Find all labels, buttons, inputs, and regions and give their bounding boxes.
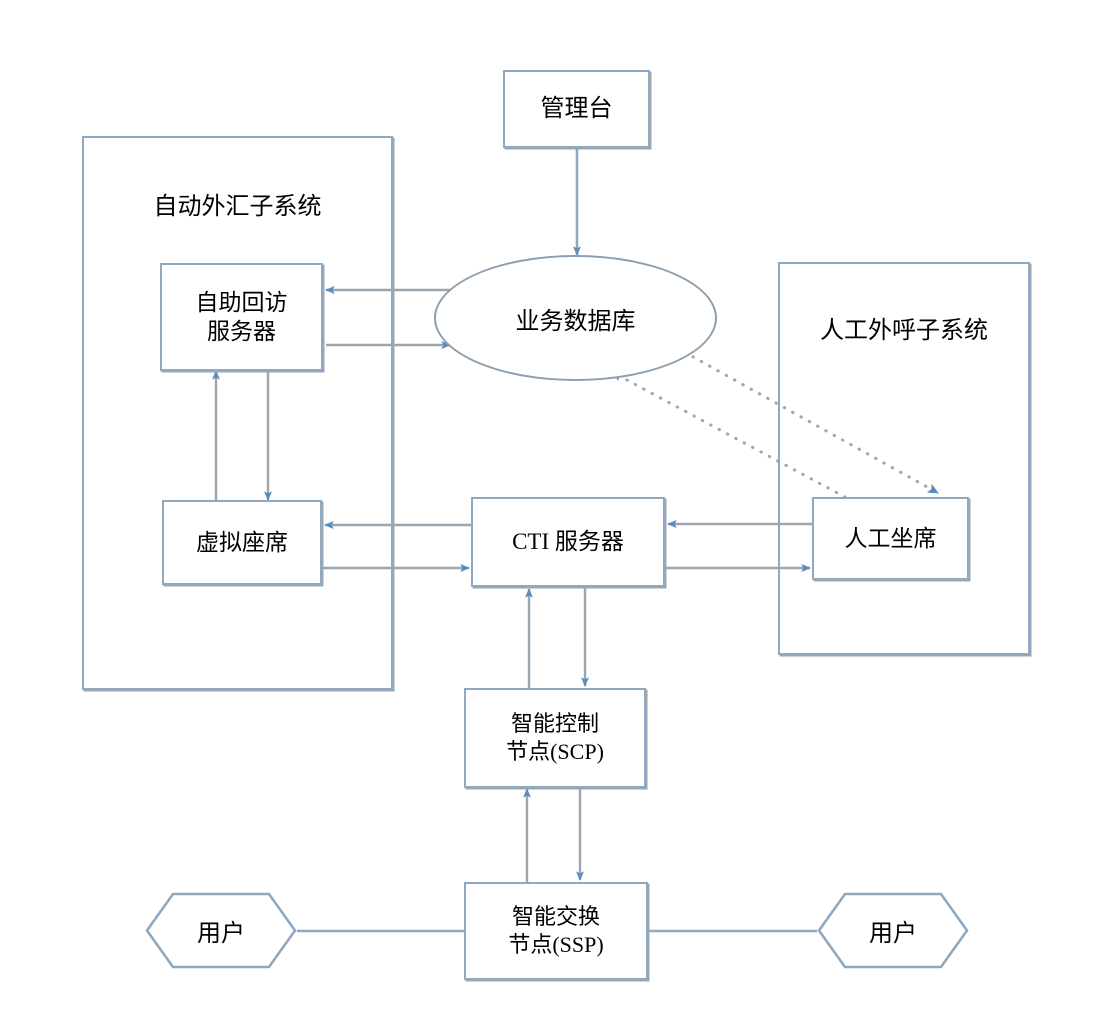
node-manual-agent-label: 人工坐席 [844,525,937,551]
container-auto-fx-subsystem [82,136,393,690]
hexagon-shape [817,892,969,969]
node-scp-label: 智能控制 节点(SCP) [506,710,604,764]
node-ssp-label: 智能交换 节点(SSP) [508,903,604,957]
node-scp[interactable]: 智能控制 节点(SCP) [464,688,646,788]
node-business-database-label: 业务数据库 [515,308,636,335]
node-auto-callback-server-label: 自助回访 服务器 [195,289,288,344]
node-virtual-agent[interactable]: 虚拟座席 [162,500,322,585]
node-console-label: 管理台 [540,95,613,122]
node-cti-server-label: CTI 服务器 [512,529,624,555]
node-user-left[interactable]: 用户 [145,892,297,969]
node-console[interactable]: 管理台 [503,70,650,148]
hexagon-shape [145,892,297,969]
node-user-right[interactable]: 用户 [817,892,969,969]
node-ssp[interactable]: 智能交换 节点(SSP) [464,882,648,980]
container-manual-outbound-subsystem-label: 人工外呼子系统 [820,318,988,344]
container-auto-fx-subsystem-label: 自动外汇子系统 [153,194,322,220]
node-user-left-label: 用户 [197,921,245,947]
node-cti-server[interactable]: CTI 服务器 [471,497,665,587]
node-user-right-label: 用户 [869,921,917,947]
node-manual-agent[interactable]: 人工坐席 [812,497,969,580]
node-virtual-agent-label: 虚拟座席 [196,529,288,555]
node-auto-callback-server[interactable]: 自助回访 服务器 [160,263,323,371]
node-business-database[interactable]: 业务数据库 [434,255,717,381]
